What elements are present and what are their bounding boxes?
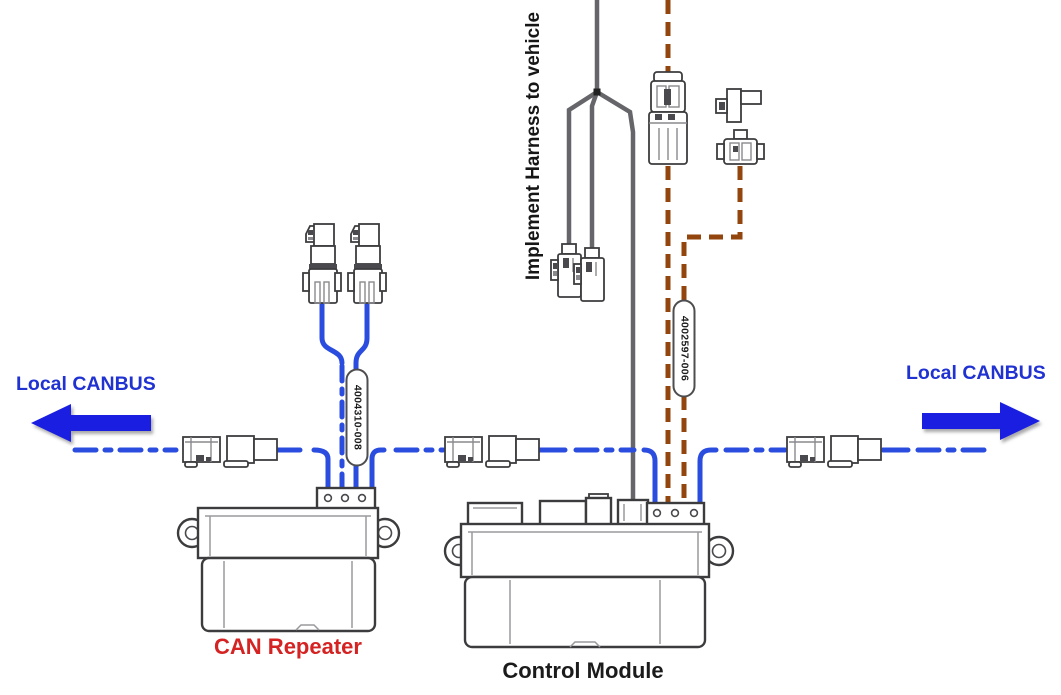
harness-part-number-repeater: 4004310-008 (345, 368, 369, 467)
control-module-label: Control Module (502, 658, 664, 683)
canbus-connector-pair-right (786, 435, 882, 468)
canbus-left-arrow-icon (31, 404, 151, 442)
harness-part-number-module: 4002597-006 (672, 299, 696, 398)
local-canbus-label-right: Local CANBUS (906, 362, 1046, 384)
harness-junction-dot (593, 88, 601, 96)
can-repeater-label: CAN Repeater (214, 634, 362, 659)
can-repeater-housing (176, 486, 401, 633)
canbus-connector-pair-middle (444, 435, 540, 468)
implement-harness-label: Implement Harness to vehicle (523, 11, 544, 281)
canbus-connector-pair-left (182, 435, 278, 468)
implement-harness-wires (566, 0, 636, 504)
module-harness-socket (616, 498, 650, 527)
module-harness-wires (665, 0, 743, 506)
canbus-wires (72, 300, 995, 508)
repeater-stub-connector-right (347, 223, 387, 304)
tee-connector (715, 88, 762, 123)
module-harness-small-connector (716, 129, 765, 165)
repeater-stub-connector-left (302, 223, 342, 304)
module-harness-mated-connector (648, 71, 688, 165)
local-canbus-label-left: Local CANBUS (16, 373, 156, 395)
control-module-housing (443, 493, 735, 649)
canbus-right-arrow-icon (922, 402, 1040, 440)
